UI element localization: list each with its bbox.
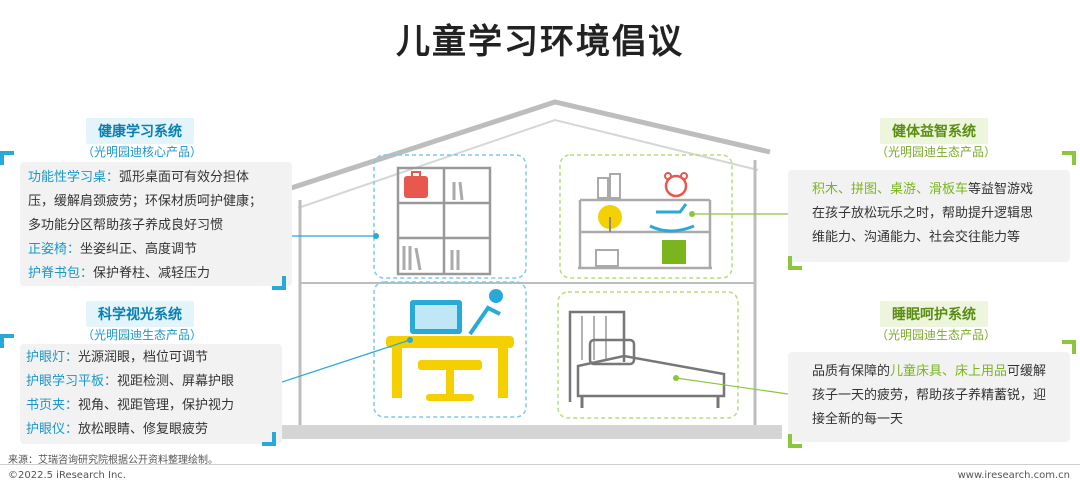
backpack-icon [404,176,428,198]
source-note: 来源：艾瑞咨询研究院根据公开资料整理绘制。 [8,455,218,466]
connector-right-bottom [675,377,789,395]
corner-mark [0,334,14,348]
room-bookshelf [373,154,527,279]
puzzle-icon [662,240,686,264]
vision-system-subtitle: （光明园迪生态产品） [82,328,203,342]
fitness-puzzle-system-box: 积木、拼图、桌游、滑板车等益智游戏 在孩子放松玩乐之时，帮助提升逻辑思 维能力、… [788,170,1070,262]
corner-mark [1062,340,1076,354]
page-title: 儿童学习环境倡议 [396,22,684,62]
health-learning-system-title: 健康学习系统 [86,118,194,144]
vision-system-title: 科学视光系统 [86,301,194,327]
fitness-puzzle-system-title: 健体益智系统 [880,118,988,144]
health-learning-system-box: 功能性学习桌：弧形桌面可有效分担体 压，缓解肩颈疲劳；环保材质呵护健康； 多功能… [20,162,292,286]
sleep-care-system-box: 品质有保障的儿童床具、床上用品可缓解 孩子一天的疲劳，帮助孩子养精蓄锐，迎 接全… [788,352,1070,442]
teddy-bear-icon [664,174,688,198]
rocking-horse-icon [649,203,695,233]
copyright: ©2022.5 iResearch Inc. [8,470,126,481]
sleep-care-system-title: 睡眠呵护系统 [880,301,988,327]
corner-mark [262,432,276,446]
corner-mark [788,256,802,270]
fitness-puzzle-system-subtitle: （光明园迪生态产品） [876,145,997,159]
room-bed [557,291,739,419]
corner-mark [0,151,14,165]
pinwheel-icon [598,205,622,232]
roof-inner [297,118,759,209]
website-link[interactable]: www.iresearch.com.cn [957,470,1070,481]
connector-left-bottom [275,339,411,385]
house-base [282,425,782,439]
vision-system-box: 护眼灯：光源润眼，档位可调节 护眼学习平板：视距检测、屏幕护眼 书页夹：视角、视… [20,344,282,444]
corner-mark [1062,151,1076,165]
study-desk-icon [386,289,514,401]
footer-divider [0,464,1080,465]
corner-mark [788,434,802,448]
room-desk [373,281,527,418]
corner-mark [272,276,286,290]
roof-outline [284,99,771,193]
sleep-care-system-subtitle: （光明园迪生态产品） [876,328,997,342]
toy-shelf-icon [578,172,712,270]
bed-icon [568,310,726,408]
health-learning-system-subtitle: （光明园迪核心产品） [82,145,203,159]
bookshelf-icon [396,166,492,276]
room-toys [559,154,733,279]
desk-lamp-icon [468,305,501,336]
